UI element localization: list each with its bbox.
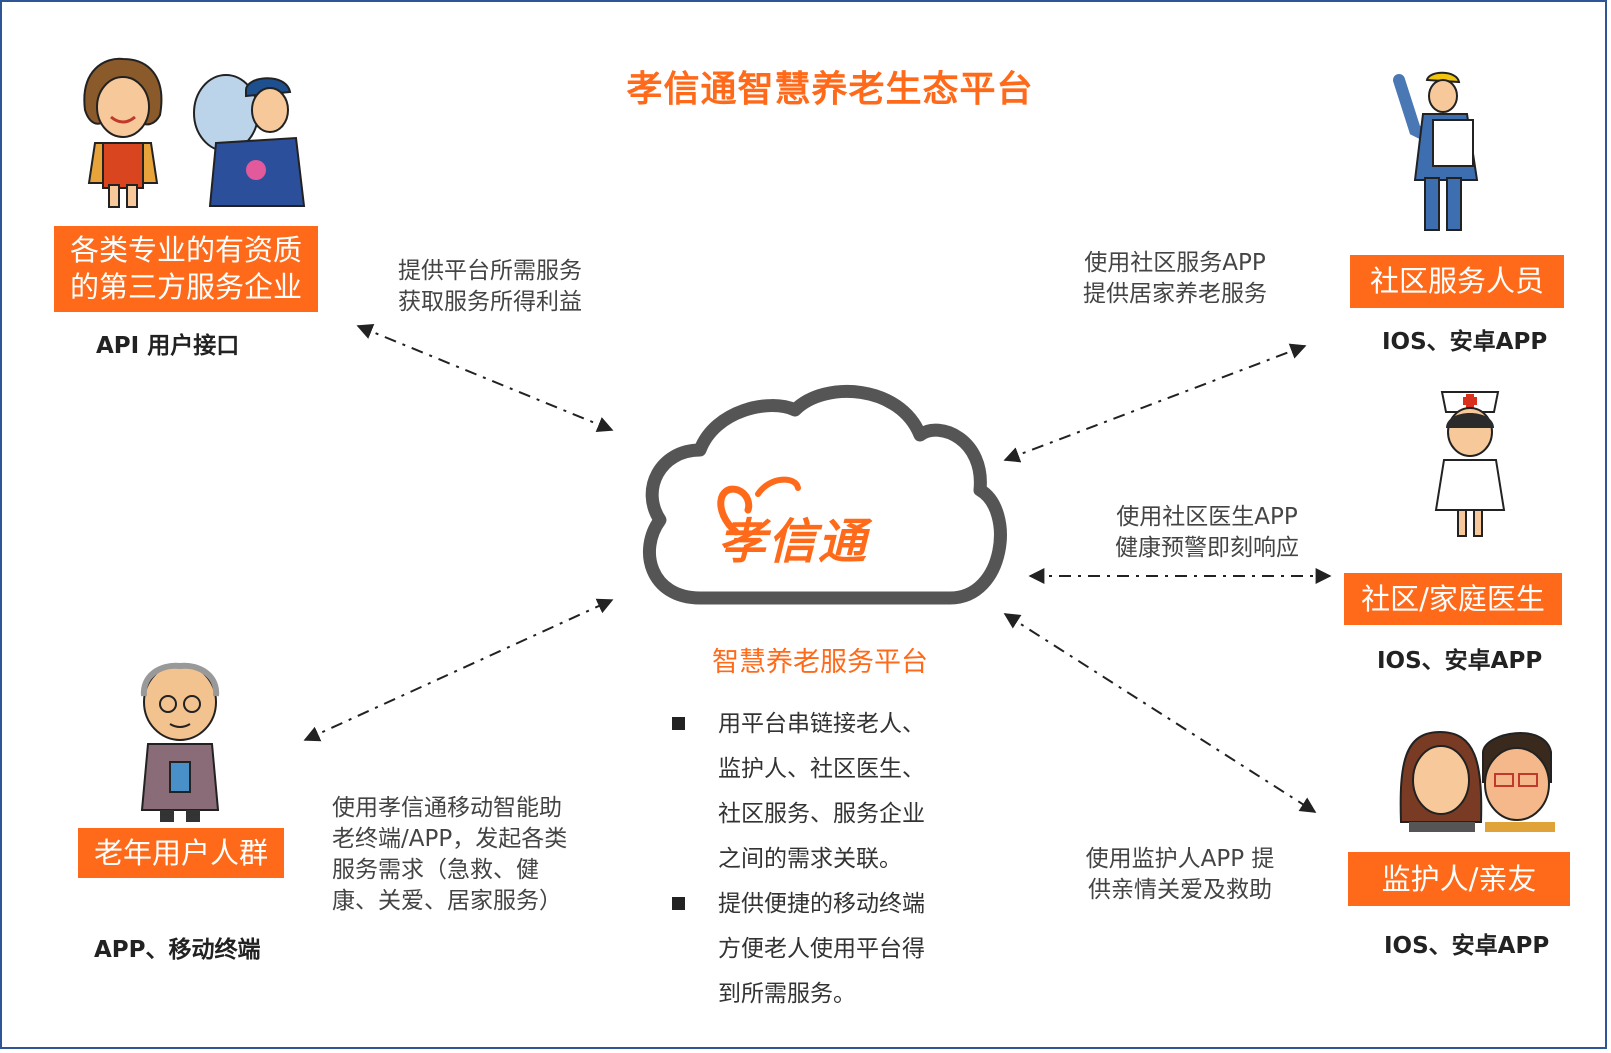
cloud-icon <box>642 385 1007 605</box>
desc-line: 服务需求（急救、健 <box>332 857 539 883</box>
node-community-desc: 使用社区服务APP 提供居家养老服务 <box>1050 248 1300 310</box>
arrow-enterprise <box>356 324 614 432</box>
node-guardian-sub: IOS、安卓APP <box>1384 933 1550 959</box>
elderly-man-figure-icon <box>140 662 220 822</box>
square-bullet-icon <box>672 717 685 730</box>
node-guardian-desc: 使用监护人APP 提 供亲情关爱及救助 <box>1055 844 1305 906</box>
arrow-guardian <box>1003 613 1317 813</box>
bullet-item: 提供便捷的移动终端 方便老人使用平台得 到所需服务。 <box>672 882 972 1017</box>
nurse-figure-icon <box>1434 391 1506 537</box>
node-community-sub: IOS、安卓APP <box>1382 329 1548 355</box>
bullet-line: 方便老人使用平台得 <box>718 936 925 962</box>
desc-line: 使用监护人APP 提 <box>1085 846 1275 872</box>
bullet-line: 到所需服务。 <box>718 981 856 1007</box>
node-elderly-sub: APP、移动终端 <box>94 937 261 963</box>
woman-figure-icon <box>83 57 163 208</box>
arrow-community <box>1003 343 1307 463</box>
label-line: 的第三方服务企业 <box>69 270 302 304</box>
platform-bullets: 用平台串链接老人、 监护人、社区医生、 社区服务、服务企业 之间的需求关联。 提… <box>672 702 972 1017</box>
bullet-line: 之间的需求关联。 <box>718 846 902 872</box>
desc-line: 老终端/APP，发起各类 <box>332 826 568 852</box>
node-community-label: 社区服务人员 <box>1350 255 1564 308</box>
desc-line: 使用社区医生APP <box>1116 504 1298 530</box>
delivery-man-figure-icon <box>193 74 306 207</box>
platform-title: 智慧养老服务平台 <box>712 647 928 678</box>
node-doctor-sub: IOS、安卓APP <box>1377 648 1543 674</box>
node-elderly-label: 老年用户人群 <box>78 828 284 878</box>
desc-line: 康、关爱、居家服务） <box>332 888 562 914</box>
node-enterprise-sub: API 用户接口 <box>96 333 240 359</box>
desc-line: 供亲情关爱及救助 <box>1088 877 1272 903</box>
desc-line: 使用孝信通移动智能助 <box>332 795 562 821</box>
heart-swoosh-icon <box>717 476 801 536</box>
desc-line: 获取服务所得利益 <box>398 289 582 315</box>
desc-line: 健康预警即刻响应 <box>1115 535 1299 561</box>
node-enterprise-label: 各类专业的有资质 的第三方服务企业 <box>54 226 318 312</box>
node-guardian-label: 监护人/亲友 <box>1348 852 1570 906</box>
desc-line: 提供居家养老服务 <box>1083 281 1267 307</box>
bullet-line: 监护人、社区医生、 <box>718 756 925 782</box>
node-doctor-desc: 使用社区医生APP 健康预警即刻响应 <box>1082 502 1332 564</box>
bullet-item: 用平台串链接老人、 监护人、社区医生、 社区服务、服务企业 之间的需求关联。 <box>672 702 972 882</box>
diagram-title: 孝信通智慧养老生态平台 <box>626 69 1034 110</box>
worker-figure-icon <box>1393 71 1479 231</box>
desc-line: 提供平台所需服务 <box>398 258 582 284</box>
label-line: 各类专业的有资质 <box>69 233 302 267</box>
square-bullet-icon <box>672 897 685 910</box>
brand-logo: 孝信通 <box>718 514 869 570</box>
bullet-line: 社区服务、服务企业 <box>718 801 925 827</box>
arrow-elderly <box>303 598 614 742</box>
node-elderly-desc: 使用孝信通移动智能助 老终端/APP，发起各类 服务需求（急救、健 康、关爱、居… <box>332 793 567 917</box>
node-doctor-label: 社区/家庭医生 <box>1344 573 1562 625</box>
node-enterprise-desc: 提供平台所需服务 获取服务所得利益 <box>385 256 595 318</box>
desc-line: 使用社区服务APP <box>1084 250 1266 276</box>
couple-figure-icon <box>1399 730 1555 832</box>
bullet-line: 提供便捷的移动终端 <box>718 891 925 917</box>
bullet-line: 用平台串链接老人、 <box>718 711 925 737</box>
